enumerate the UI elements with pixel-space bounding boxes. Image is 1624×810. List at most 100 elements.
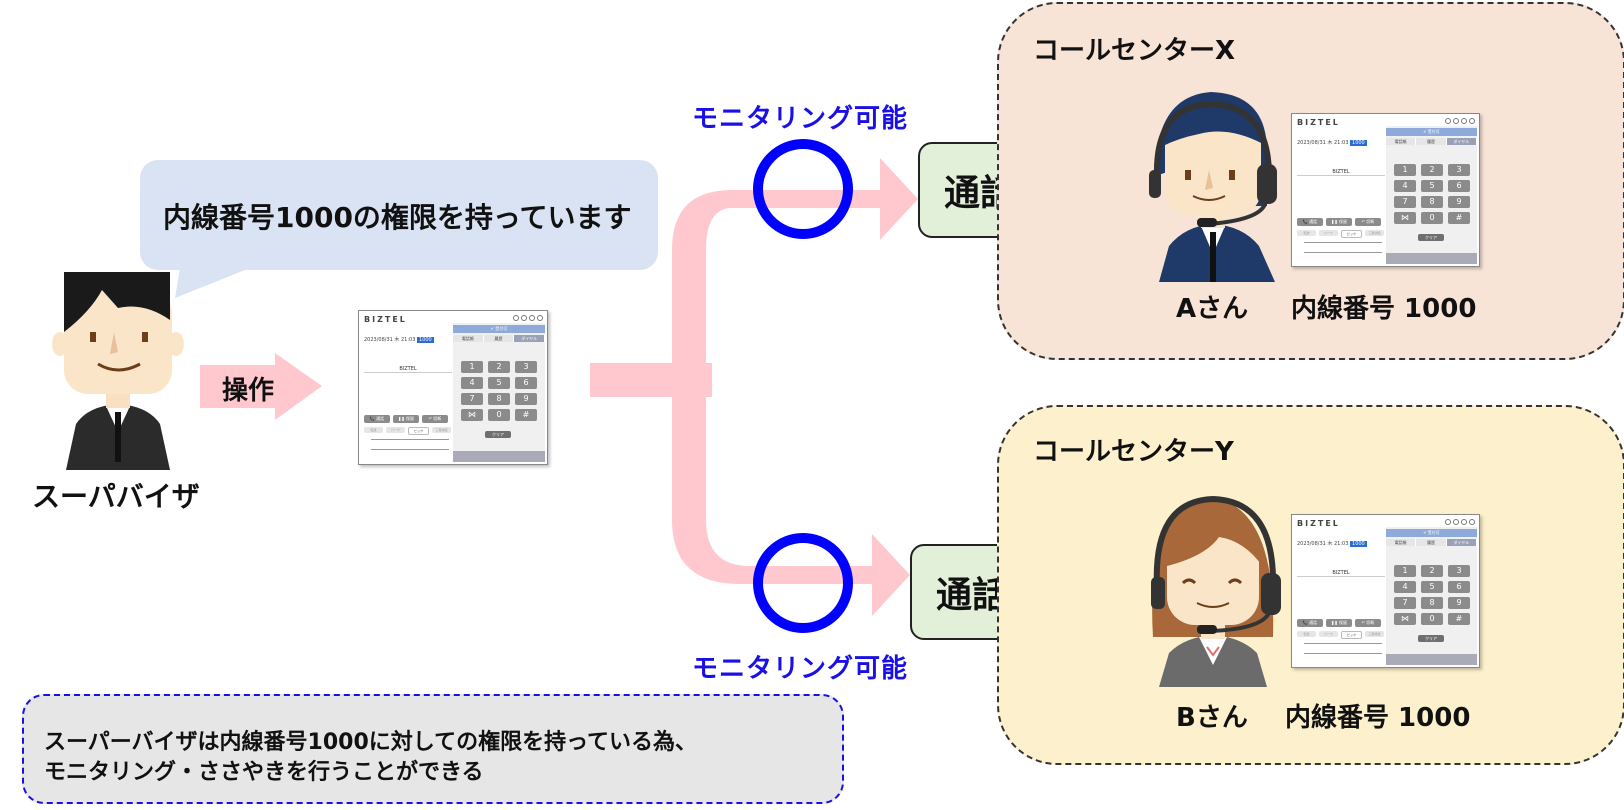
key-3[interactable]: 3 — [515, 361, 537, 373]
hangup-button[interactable]: ↶ 切断 — [422, 415, 448, 423]
call-button[interactable]: 📞 通話 — [364, 415, 390, 423]
supervisor-name: スーパバイザ — [32, 480, 200, 513]
arrowhead-bottom — [872, 534, 910, 616]
pick-button[interactable]: ピック — [1341, 631, 1362, 639]
volume-slider-1[interactable] — [1304, 643, 1382, 644]
close-icon[interactable] — [1469, 519, 1475, 525]
help-icon[interactable] — [1461, 519, 1467, 525]
transfer-button[interactable]: 転送 — [1297, 631, 1316, 637]
tab-history[interactable]: 履歴 — [1416, 539, 1447, 546]
minimize-icon[interactable] — [1445, 519, 1451, 525]
clear-button[interactable]: クリア — [485, 431, 511, 438]
park-button[interactable]: パーク — [1319, 631, 1338, 637]
key-1[interactable]: 1 — [1394, 565, 1416, 577]
agent-b-extension: 内線番号 1000 — [1285, 703, 1471, 733]
settings-icon[interactable] — [521, 315, 527, 321]
minimize-icon[interactable] — [1445, 118, 1451, 124]
volume-slider-1[interactable] — [1304, 242, 1382, 243]
key-8[interactable]: 8 — [488, 393, 510, 405]
hold-button[interactable]: ❚❚ 保留 — [393, 415, 419, 423]
clear-button[interactable]: クリア — [1418, 635, 1444, 642]
key-0[interactable]: 0 — [1421, 613, 1443, 625]
key-2[interactable]: 2 — [488, 361, 510, 373]
volume-slider-2[interactable] — [371, 449, 449, 450]
dial-keypad: 1 2 3 4 5 6 7 8 9 ⋈ 0 # — [1394, 565, 1470, 625]
key-1[interactable]: 1 — [1394, 164, 1416, 176]
tab-dial[interactable]: ダイヤル — [1446, 138, 1477, 145]
park-button[interactable]: パーク — [386, 427, 405, 433]
date-extension: 1000 — [1350, 541, 1367, 547]
conference-button[interactable]: 三者通話 — [432, 427, 451, 433]
minimize-icon[interactable] — [513, 315, 519, 321]
tab-history[interactable]: 履歴 — [483, 335, 515, 342]
key-4[interactable]: 4 — [461, 377, 483, 389]
pick-button[interactable]: ピック — [408, 427, 429, 435]
key-hash[interactable]: # — [1448, 212, 1470, 224]
tab-phonebook[interactable]: 電話帳 — [1386, 539, 1417, 546]
date-extension: 1000 — [1350, 140, 1367, 146]
key-star[interactable]: ⋈ — [1394, 212, 1416, 224]
close-icon[interactable] — [1469, 118, 1475, 124]
key-6[interactable]: 6 — [1448, 180, 1470, 192]
key-star[interactable]: ⋈ — [461, 409, 483, 421]
conference-button[interactable]: 三者通話 — [1365, 631, 1384, 637]
key-6[interactable]: 6 — [1448, 581, 1470, 593]
key-5[interactable]: 5 — [1421, 180, 1443, 192]
clear-button[interactable]: クリア — [1418, 234, 1444, 241]
park-button[interactable]: パーク — [1319, 230, 1338, 236]
key-2[interactable]: 2 — [1421, 565, 1443, 577]
key-4[interactable]: 4 — [1394, 581, 1416, 593]
hold-button[interactable]: ❚❚ 保留 — [1326, 218, 1352, 226]
tab-phonebook[interactable]: 電話帳 — [1386, 138, 1417, 145]
key-7[interactable]: 7 — [461, 393, 483, 405]
volume-slider-2[interactable] — [1304, 653, 1382, 654]
call-center-x-title: コールセンターX — [1033, 36, 1236, 66]
tab-phonebook[interactable]: 電話帳 — [453, 335, 484, 342]
hold-button[interactable]: ❚❚ 保留 — [1326, 619, 1352, 627]
help-icon[interactable] — [1461, 118, 1467, 124]
key-hash[interactable]: # — [1448, 613, 1470, 625]
key-0[interactable]: 0 — [488, 409, 510, 421]
monitor-circle-bottom — [753, 533, 853, 633]
key-7[interactable]: 7 — [1394, 196, 1416, 208]
key-5[interactable]: 5 — [488, 377, 510, 389]
transfer-button[interactable]: 転送 — [364, 427, 383, 433]
key-hash[interactable]: # — [515, 409, 537, 421]
key-8[interactable]: 8 — [1421, 196, 1443, 208]
conference-button[interactable]: 三者通話 — [1365, 230, 1384, 236]
key-6[interactable]: 6 — [515, 377, 537, 389]
key-1[interactable]: 1 — [461, 361, 483, 373]
key-9[interactable]: 9 — [1448, 597, 1470, 609]
key-3[interactable]: 3 — [1448, 565, 1470, 577]
volume-slider-1[interactable] — [371, 439, 449, 440]
pick-button[interactable]: ピック — [1341, 230, 1362, 238]
help-icon[interactable] — [529, 315, 535, 321]
call-button[interactable]: 📞 通話 — [1297, 218, 1323, 226]
tab-dial[interactable]: ダイヤル — [1446, 539, 1477, 546]
call-button[interactable]: 📞 通話 — [1297, 619, 1323, 627]
hangup-button[interactable]: ↶ 切断 — [1355, 218, 1381, 226]
hangup-button[interactable]: ↶ 切断 — [1355, 619, 1381, 627]
key-0[interactable]: 0 — [1421, 212, 1443, 224]
softphone-tabs: 電話帳 履歴 ダイヤル — [1386, 539, 1477, 546]
key-7[interactable]: 7 — [1394, 597, 1416, 609]
settings-icon[interactable] — [1453, 118, 1459, 124]
settings-icon[interactable] — [1453, 519, 1459, 525]
key-3[interactable]: 3 — [1448, 164, 1470, 176]
key-9[interactable]: 9 — [1448, 196, 1470, 208]
key-2[interactable]: 2 — [1421, 164, 1443, 176]
key-4[interactable]: 4 — [1394, 180, 1416, 192]
key-9[interactable]: 9 — [515, 393, 537, 405]
monitoring-label-bottom: モニタリング可能 — [692, 654, 909, 684]
tab-dial[interactable]: ダイヤル — [514, 335, 546, 342]
close-icon[interactable] — [537, 315, 543, 321]
key-8[interactable]: 8 — [1421, 597, 1443, 609]
tab-history[interactable]: 履歴 — [1416, 138, 1447, 145]
transfer-button[interactable]: 転送 — [1297, 230, 1316, 236]
status-badge: ✔ 受付可 — [1386, 529, 1477, 537]
volume-slider-2[interactable] — [1304, 252, 1382, 253]
key-star[interactable]: ⋈ — [1394, 613, 1416, 625]
softphone-right-pane: ✔ 受付可 電話帳 履歴 ダイヤル 1 2 3 4 5 6 7 8 9 ⋈ 0 … — [453, 323, 546, 462]
key-5[interactable]: 5 — [1421, 581, 1443, 593]
